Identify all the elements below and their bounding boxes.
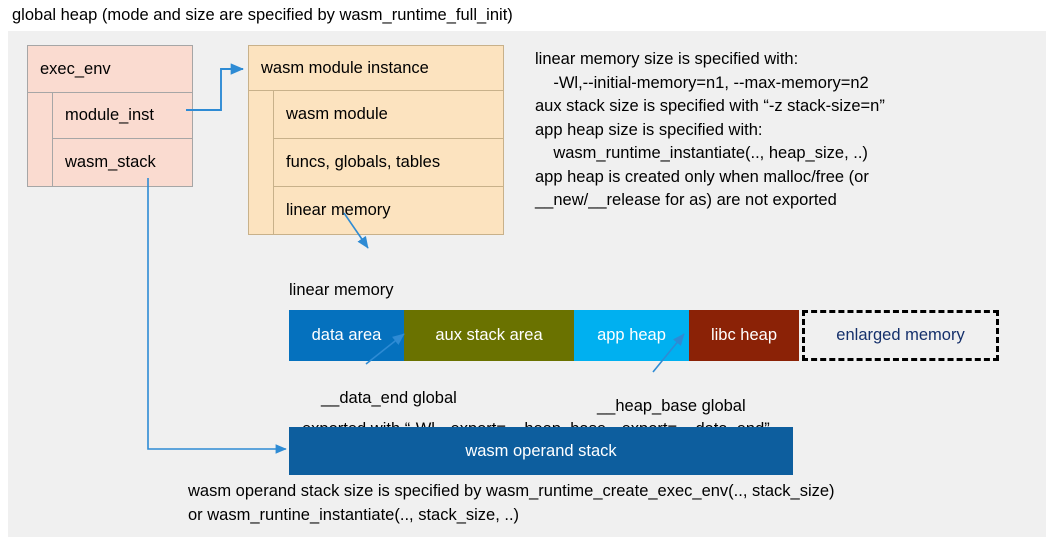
exec-env-struct: exec_env module_inst wasm_stack xyxy=(27,45,193,187)
memory-segment-aux-stack-area: aux stack area xyxy=(404,310,574,361)
memory-segment-app-heap: app heap xyxy=(574,310,689,361)
exec-env-title: exec_env xyxy=(27,45,193,93)
module-instance-title: wasm module instance xyxy=(248,45,504,91)
module-instance-row-wasm-module: wasm module xyxy=(273,90,504,139)
memory-segment-data-area: data area xyxy=(289,310,404,361)
exec-env-row-wasm-stack: wasm_stack xyxy=(52,138,193,187)
memory-segment-enlarged-memory: enlarged memory xyxy=(802,310,999,361)
linear-memory-bar-label: linear memory xyxy=(289,281,394,299)
exec-env-gutter xyxy=(27,92,53,187)
exec-env-row-module-inst: module_inst xyxy=(52,92,193,139)
page-title: global heap (mode and size are specified… xyxy=(12,6,513,24)
diagram-canvas: exec_env module_inst wasm_stack wasm mod… xyxy=(8,31,1046,537)
module-instance-row-linear-memory: linear memory xyxy=(273,186,504,235)
memory-segment-libc-heap: libc heap xyxy=(689,310,799,361)
data-end-global-label: __data_end global xyxy=(321,389,457,407)
heap-base-global-label: __heap_base global xyxy=(597,397,746,415)
wasm-operand-stack-bar: wasm operand stack xyxy=(289,427,793,475)
linear-memory-bar: data area aux stack area app heap libc h… xyxy=(289,285,999,361)
wasm-module-instance-struct: wasm module instance wasm module funcs, … xyxy=(248,45,504,235)
linear-memory-notes: linear memory size is specified with: -W… xyxy=(535,50,885,209)
operand-stack-note: wasm operand stack size is specified by … xyxy=(188,482,835,524)
module-instance-row-funcs-globals-tables: funcs, globals, tables xyxy=(273,138,504,187)
module-instance-gutter xyxy=(248,90,274,235)
